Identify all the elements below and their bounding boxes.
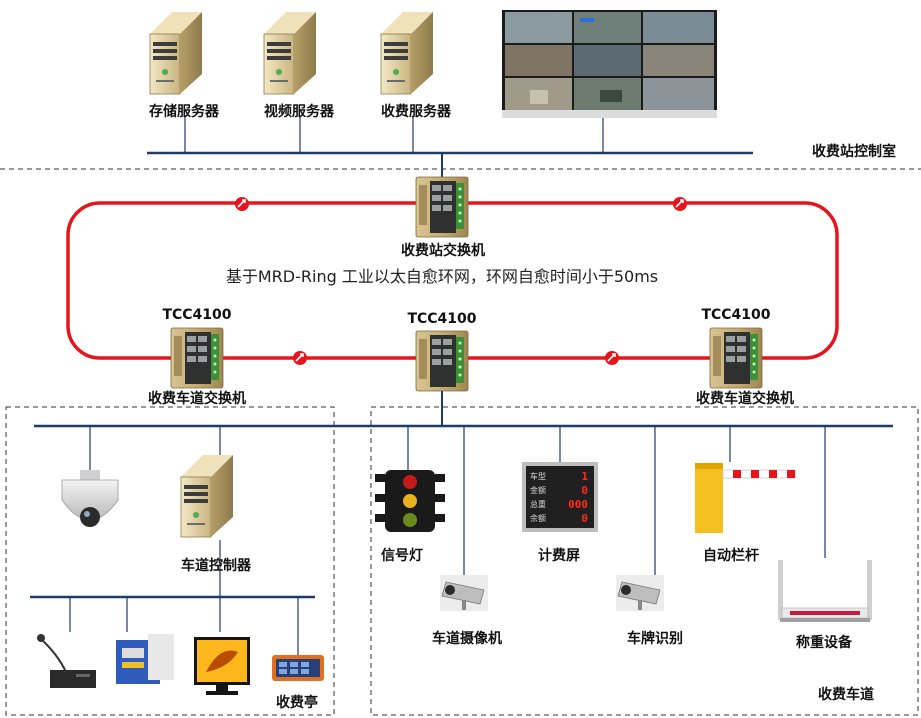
fee-display-label: 计费屏 bbox=[538, 548, 580, 564]
lane-zone-label: 收费车道 bbox=[818, 687, 874, 703]
lane-switch-left-label: 收费车道交换机 bbox=[148, 391, 246, 407]
plate-recognition-camera-icon bbox=[616, 575, 664, 611]
keyboard-icon bbox=[272, 655, 324, 681]
video-server-label: 视频服务器 bbox=[264, 104, 334, 120]
fee-display-icon: 车型 1 金额 0 总重 000 余额 0 bbox=[522, 462, 598, 532]
weighing-label: 称重设备 bbox=[796, 635, 852, 651]
ring-marker bbox=[672, 196, 688, 212]
card-reader-icon bbox=[116, 634, 174, 684]
lane-controller-label: 车道控制器 bbox=[181, 558, 251, 574]
fee-row-value: 0 bbox=[581, 484, 588, 497]
ring-description: 基于MRD-Ring 工业以太自愈环网，环网自愈时间小于50ms bbox=[225, 267, 659, 286]
storage-server-icon bbox=[149, 11, 203, 95]
auto-barrier-label: 自动栏杆 bbox=[703, 548, 759, 564]
plate-recognition-label: 车牌识别 bbox=[627, 631, 683, 647]
lane-switch-left-icon bbox=[170, 327, 224, 389]
fee-row-value: 0 bbox=[581, 512, 588, 525]
video-wall-icon bbox=[502, 10, 717, 118]
dome-camera-icon bbox=[61, 470, 119, 527]
lane-zone-box bbox=[370, 406, 919, 716]
signal-light-label: 信号灯 bbox=[381, 548, 423, 564]
lane-switch-right-icon bbox=[709, 327, 763, 389]
fee-row-label: 车型 bbox=[530, 471, 546, 481]
ring-marker bbox=[604, 350, 620, 366]
ring-marker bbox=[292, 350, 308, 366]
ring-marker bbox=[234, 196, 250, 212]
traffic-light-icon bbox=[375, 470, 445, 532]
toll-server-label: 收费服务器 bbox=[381, 104, 451, 120]
barrier-gate-icon bbox=[695, 463, 796, 533]
lane-switch-right-label: 收费车道交换机 bbox=[696, 391, 794, 407]
booth-zone-box bbox=[5, 406, 335, 716]
station-switch-label: 收费站交换机 bbox=[401, 243, 485, 259]
lane-controller-icon bbox=[180, 454, 234, 538]
tcc-right-label: TCC4100 bbox=[701, 307, 771, 323]
control-room-zone-label: 收费站控制室 bbox=[812, 144, 896, 160]
intercom-microphone-icon bbox=[37, 634, 96, 688]
storage-server-label: 存储服务器 bbox=[149, 104, 219, 120]
fee-row-label: 金额 bbox=[530, 485, 546, 495]
tcc-left-label: TCC4100 bbox=[162, 307, 232, 323]
tcc-center-label: TCC4100 bbox=[407, 311, 477, 327]
video-server-icon bbox=[263, 11, 317, 95]
toll-server-icon bbox=[380, 11, 434, 95]
fee-row-label: 总重 bbox=[530, 499, 546, 509]
fee-row-value: 1 bbox=[581, 470, 588, 483]
booth-zone-label: 收费亭 bbox=[276, 695, 318, 711]
center-switch-icon bbox=[415, 330, 469, 392]
station-switch-icon bbox=[415, 176, 469, 238]
fee-row-value: 000 bbox=[568, 498, 588, 511]
fee-row-label: 余额 bbox=[530, 513, 546, 523]
lane-camera-icon bbox=[440, 575, 488, 611]
lane-camera-label: 车道摄像机 bbox=[432, 631, 502, 647]
weighing-equipment-icon bbox=[778, 560, 872, 622]
monitor-icon bbox=[194, 637, 250, 695]
